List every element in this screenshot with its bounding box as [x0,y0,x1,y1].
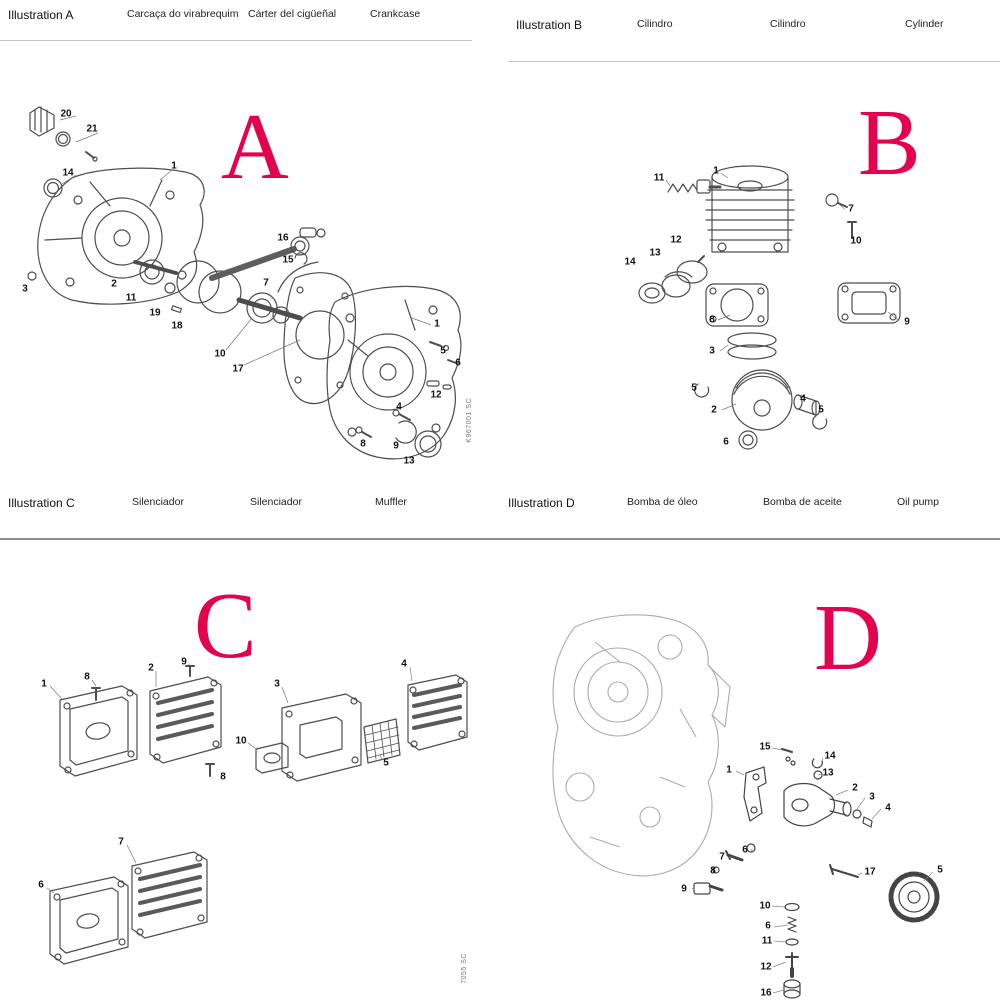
illustration-b-label-pt: Cilindro [637,18,673,30]
part-number-10: 10 [214,348,226,360]
part-number-12: 12 [430,389,442,401]
part-number-5: 5 [818,404,824,416]
part-number-18: 18 [171,320,183,332]
part-number-16: 16 [760,987,772,999]
part-number-13: 13 [822,767,834,779]
part-number-17: 17 [232,363,244,375]
part-number-6: 6 [455,357,461,369]
part-number-5: 5 [691,382,697,394]
part-number-7: 7 [719,851,725,863]
part-number-11: 11 [653,172,665,184]
part-number-10: 10 [850,235,862,247]
part-number-4: 4 [401,658,407,670]
part-number-7: 7 [263,277,269,289]
illustration-c-header: Illustration C Silenciador Silenciador M… [0,487,500,540]
part-number-11: 11 [761,935,773,947]
part-number-4: 4 [885,802,891,814]
diagram-code-c: 7055 SC [461,953,468,984]
illustration-c-label-en: Muffler [375,496,407,508]
part-number-19: 19 [149,307,161,319]
part-number-8: 8 [709,314,715,326]
part-number-13: 13 [649,247,661,259]
part-number-1: 1 [434,318,440,330]
illustration-c-section: Illustration C Silenciador Silenciador M… [0,487,500,1000]
part-number-3: 3 [22,283,28,295]
illustration-b-header: Illustration B Cilindro Cilindro Cylinde… [508,0,1000,62]
illustration-d-label-pt: Bomba de óleo [627,496,698,508]
part-number-10: 10 [235,735,247,747]
illustration-a-label-pt: Carcaça do virabrequim [127,8,239,20]
part-number-3: 3 [274,678,280,690]
part-number-7: 7 [118,836,124,848]
part-number-9: 9 [681,883,687,895]
part-number-11: 11 [125,292,137,304]
illustration-b-label-es: Cilindro [770,18,806,30]
part-number-3: 3 [709,345,715,357]
part-number-8: 8 [220,771,226,783]
part-number-5: 5 [440,345,446,357]
illustration-b-label-en: Cylinder [905,18,944,30]
part-number-1: 1 [713,165,719,177]
part-number-7: 7 [848,203,854,215]
part-number-14: 14 [824,750,836,762]
part-number-4: 4 [396,401,402,413]
illustration-b-title: Illustration B [516,18,583,32]
part-callouts-layer-c: 1 8 2 9 3 4 10 5 8 6 7 [0,487,500,1000]
part-number-17: 17 [864,866,876,878]
part-number-1: 1 [726,764,732,776]
part-number-8: 8 [710,865,716,877]
part-number-6: 6 [38,879,44,891]
part-number-8: 8 [84,671,90,683]
part-number-20: 20 [60,108,72,120]
section-letter-c: C [194,574,257,678]
illustration-c-title: Illustration C [8,496,75,510]
part-number-3: 3 [869,791,875,803]
part-number-12: 12 [760,961,772,973]
part-number-21: 21 [86,123,98,135]
part-number-16: 16 [277,232,289,244]
part-number-9: 9 [393,440,399,452]
part-number-15: 15 [759,741,771,753]
part-number-9: 9 [904,316,910,328]
part-number-6: 6 [742,844,748,856]
section-letter-d: D [814,586,882,690]
part-number-13: 13 [403,455,415,467]
part-number-15: 15 [282,254,294,266]
part-number-2: 2 [711,404,717,416]
illustration-c-label-es: Silenciador [250,496,302,508]
part-number-1: 1 [171,160,177,172]
part-number-10: 10 [759,900,771,912]
illustration-a-header: Illustration A Carcaça do virabrequim Cá… [0,0,472,41]
part-number-9: 9 [181,656,187,668]
illustration-d-section: Illustration D Bomba de óleo Bomba de ac… [500,487,1000,1000]
part-number-12: 12 [670,234,682,246]
illustration-a-label-es: Cárter del cigüeñal [248,8,337,20]
illustration-b-section: Illustration B Cilindro Cilindro Cylinde… [500,0,1000,487]
part-number-5: 5 [383,757,389,769]
part-number-8: 8 [360,438,366,450]
part-number-2: 2 [852,782,858,794]
illustration-c-label-pt: Silenciador [132,496,184,508]
illustration-d-title: Illustration D [508,496,575,510]
part-number-1: 1 [41,678,47,690]
part-number-14: 14 [624,256,636,268]
illustration-d-header: Illustration D Bomba de óleo Bomba de ac… [500,487,1000,540]
part-number-4: 4 [800,393,806,405]
part-number-14: 14 [62,167,74,179]
illustration-d-label-en: Oil pump [897,496,940,508]
part-number-6: 6 [765,920,771,932]
illustration-a-label-en: Crankcase [370,8,421,20]
part-number-6: 6 [723,436,729,448]
part-number-5: 5 [937,864,943,876]
illustration-a-section: Illustration A Carcaça do virabrequim Cá… [0,0,500,487]
part-number-2: 2 [111,278,117,290]
illustration-d-label-es: Bomba de aceite [763,496,842,508]
illustration-a-title: Illustration A [8,8,74,22]
diagram-code-a: K967001 SC [466,398,473,443]
part-number-2: 2 [148,662,154,674]
